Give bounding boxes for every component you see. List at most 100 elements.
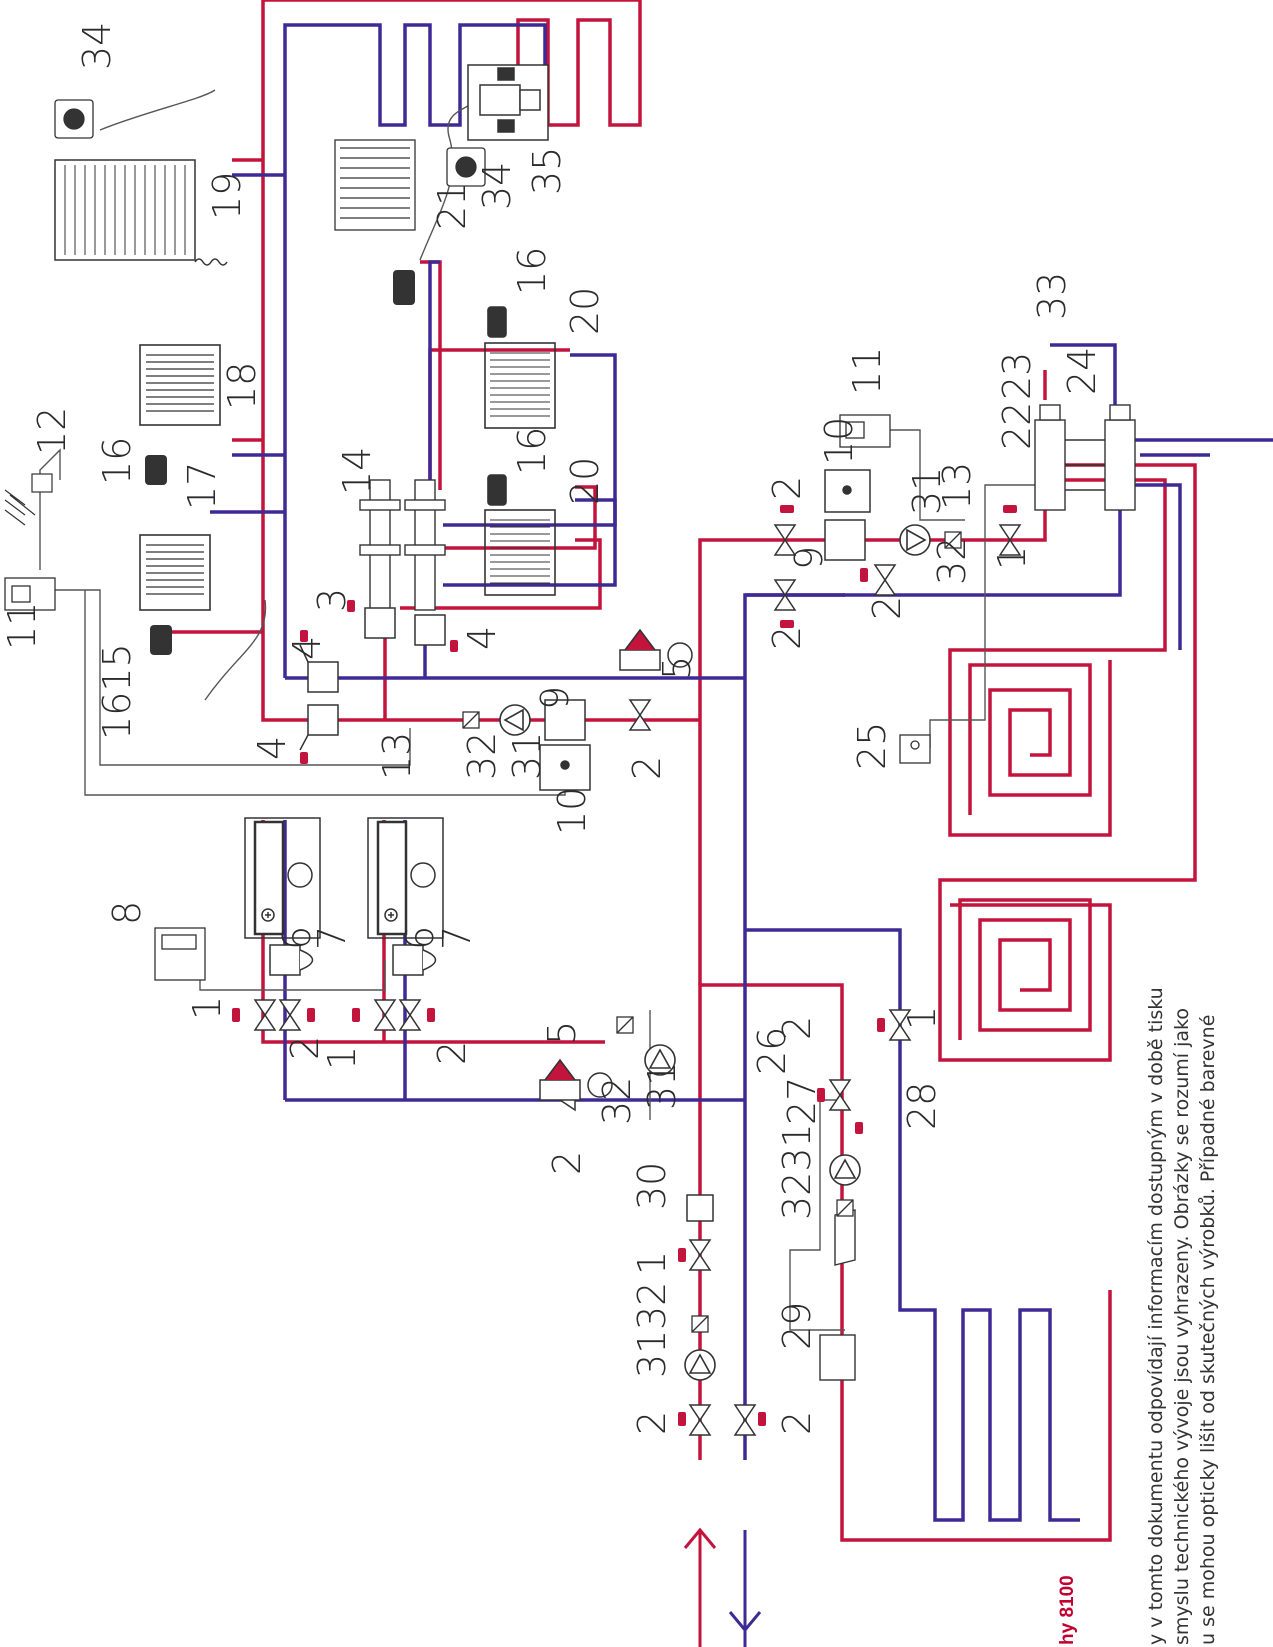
label-23: 23 bbox=[995, 352, 1039, 400]
label-14: 14 bbox=[335, 447, 379, 495]
thermostatic-head-icon bbox=[145, 270, 415, 655]
label-28: 28 bbox=[900, 1082, 944, 1130]
label-1e: 1 bbox=[630, 1251, 674, 1275]
check-valve-icon bbox=[462, 531, 962, 1333]
unit-29 bbox=[819, 1209, 856, 1381]
label-34b: 34 bbox=[475, 162, 519, 210]
label-31a: 31 bbox=[905, 467, 949, 515]
label-9a: 9 bbox=[787, 546, 831, 570]
label-12: 12 bbox=[30, 407, 74, 455]
radiator-20-lower bbox=[484, 474, 556, 596]
footnote-line-3: u se mohou opticky lišit od skutečných v… bbox=[1197, 1015, 1219, 1645]
label-22: 22 bbox=[995, 402, 1039, 450]
label-13b: 13 bbox=[375, 732, 419, 780]
mixing-valve-9 bbox=[539, 469, 871, 791]
footnote-line-2: smyslu technického vývoje jsou vyhrazeny… bbox=[1171, 1008, 1193, 1645]
strainer-icon bbox=[299, 607, 714, 1222]
label-1d: 1 bbox=[900, 1006, 944, 1030]
label-2d: 2 bbox=[865, 596, 909, 620]
valve-handle-icon bbox=[232, 505, 1017, 1426]
label-32b: 32 bbox=[460, 732, 504, 780]
label-2a: 2 bbox=[765, 476, 809, 500]
label-16b: 16 bbox=[510, 247, 554, 295]
label-20b: 20 bbox=[563, 457, 607, 505]
footnote: y v tomto dokumentu odpovídají informací… bbox=[1057, 987, 1219, 1645]
bathroom-radiator-19 bbox=[54, 159, 228, 266]
label-31c: 31 bbox=[640, 1062, 684, 1110]
boiler-valve-6 bbox=[269, 944, 437, 976]
label-31d: 31 bbox=[630, 1330, 674, 1378]
label-32a: 32 bbox=[930, 537, 974, 585]
label-10a: 10 bbox=[817, 417, 861, 465]
label-7b: 7 bbox=[435, 926, 479, 950]
label-4a: 4 bbox=[285, 636, 329, 660]
label-3: 3 bbox=[310, 588, 354, 612]
label-2b: 2 bbox=[765, 626, 809, 650]
footnote-line-1: y v tomto dokumentu odpovídají informací… bbox=[1145, 987, 1167, 1645]
component-labels: 34 12 16 18 19 21 34 35 16 20 16 20 17 1… bbox=[0, 22, 1104, 1435]
label-6a: 6 bbox=[275, 926, 319, 950]
isolation-valve-icon bbox=[253, 524, 1022, 1436]
label-13a: 13 bbox=[935, 462, 979, 510]
boiler-lower bbox=[367, 817, 444, 939]
label-32d: 32 bbox=[630, 1282, 674, 1330]
label-1b: 1 bbox=[185, 996, 229, 1020]
supply-pipes bbox=[165, 0, 1197, 1542]
label-9b: 9 bbox=[533, 686, 577, 710]
manifold-14 bbox=[359, 479, 446, 611]
radiator-20-upper bbox=[484, 306, 556, 429]
label-20a: 20 bbox=[563, 287, 607, 335]
boiler-upper bbox=[244, 817, 321, 939]
label-35: 35 bbox=[525, 147, 569, 195]
label-2j: 2 bbox=[775, 1411, 819, 1435]
label-2g: 2 bbox=[545, 1151, 589, 1175]
label-5a: 5 bbox=[655, 656, 699, 680]
label-17: 17 bbox=[180, 462, 224, 510]
outdoor-sensor-12 bbox=[4, 473, 53, 526]
label-32c: 32 bbox=[595, 1077, 639, 1125]
label-31b: 31 bbox=[505, 732, 549, 780]
label-8: 8 bbox=[105, 901, 149, 925]
label-2f: 2 bbox=[430, 1041, 474, 1065]
label-3231: 3231 bbox=[775, 1123, 819, 1220]
label-5b: 5 bbox=[540, 1021, 584, 1045]
label-33: 33 bbox=[1030, 272, 1074, 320]
pump-icon bbox=[499, 524, 931, 1381]
label-26: 26 bbox=[750, 1027, 794, 1075]
return-pipes bbox=[210, 23, 1273, 1522]
radiator-18 bbox=[139, 344, 221, 426]
label-2h: 2 bbox=[775, 1016, 819, 1040]
label-1615: 1615 bbox=[95, 643, 139, 740]
controller-8 bbox=[154, 927, 206, 981]
label-16a: 16 bbox=[95, 437, 139, 485]
room-sensor-25 bbox=[899, 734, 931, 764]
label-4c: 4 bbox=[250, 736, 294, 760]
label-10b: 10 bbox=[550, 787, 594, 835]
label-2c: 2 bbox=[625, 756, 669, 780]
flow-arrows bbox=[683, 1527, 762, 1647]
label-29: 29 bbox=[775, 1302, 819, 1350]
label-6b: 6 bbox=[398, 926, 442, 950]
label-1c: 1 bbox=[320, 1046, 364, 1070]
mixing-valve-35 bbox=[467, 64, 549, 141]
label-2e: 2 bbox=[283, 1036, 327, 1060]
label-11b: 11 bbox=[845, 347, 889, 395]
room-thermostat-34-icon bbox=[54, 99, 486, 187]
label-21: 21 bbox=[430, 182, 474, 230]
label-34a: 34 bbox=[75, 22, 119, 70]
label-11a: 11 bbox=[0, 602, 44, 650]
label-18: 18 bbox=[220, 362, 264, 410]
controller-11-right bbox=[839, 414, 891, 448]
label-2i: 2 bbox=[630, 1411, 674, 1435]
label-30: 30 bbox=[630, 1162, 674, 1210]
label-27: 27 bbox=[780, 1077, 824, 1125]
label-25: 25 bbox=[850, 722, 894, 770]
floor-manifold-24 bbox=[1034, 404, 1136, 511]
controller-11-left bbox=[4, 577, 56, 611]
pressure-valve-5 bbox=[539, 628, 693, 1101]
radiator-21 bbox=[334, 139, 416, 231]
label-24: 24 bbox=[1060, 347, 1104, 395]
label-4b: 4 bbox=[460, 626, 504, 650]
document-reference: hy 8100 bbox=[1057, 1575, 1078, 1645]
